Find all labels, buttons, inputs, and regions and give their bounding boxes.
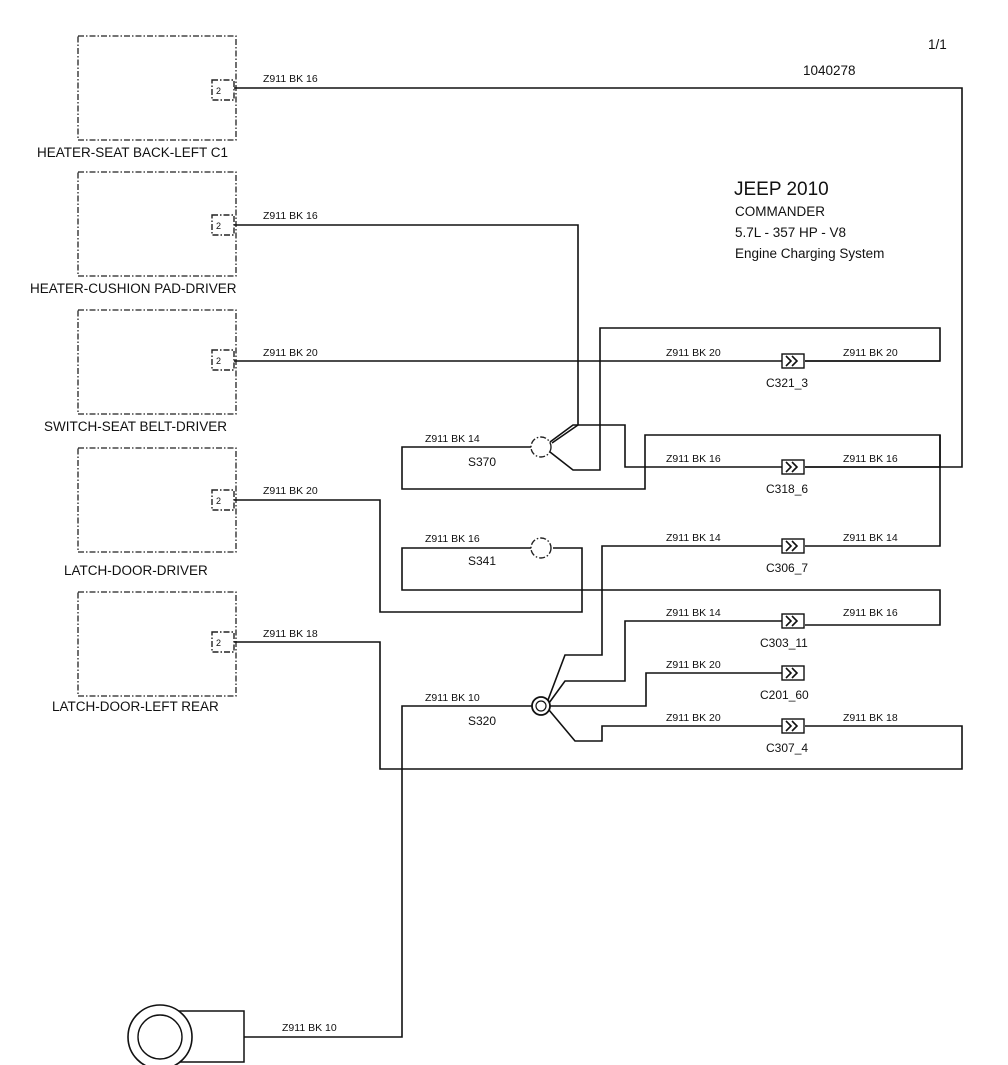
wire-latch-door-driver: Z911 BK 20	[234, 485, 583, 613]
title-model: COMMANDER	[735, 204, 825, 219]
pin-number: 2	[216, 638, 221, 648]
component-label: LATCH-DOOR-DRIVER	[64, 563, 208, 578]
page-number: 1/1	[928, 37, 947, 52]
connector-label: C201_60	[760, 688, 809, 702]
wire-label-right: Z911 BK 16	[843, 607, 898, 619]
pin-number: 2	[216, 496, 221, 506]
wire-label: Z911 BK 16	[425, 533, 480, 545]
wire-label: Z911 BK 16	[263, 73, 318, 85]
wire-label-left: Z911 BK 14	[666, 607, 721, 619]
splice-s320: Z911 BK 10 S320	[244, 545, 782, 1038]
wire-label: Z911 BK 18	[263, 628, 318, 640]
connector-label: C318_6	[766, 482, 808, 496]
pin-number: 2	[216, 356, 221, 366]
ground-eyelet: Z911 BK 10	[127, 1004, 337, 1065]
splice-label: S320	[468, 714, 496, 728]
wire-label-right: Z911 BK 18	[843, 712, 898, 724]
connector-label: C303_11	[760, 636, 808, 650]
connector-c321: Z911 BK 20 Z911 BK 20 C321_3	[666, 347, 940, 390]
wire-label-left: Z911 BK 20	[666, 659, 721, 671]
splice-s341: Z911 BK 16 S341	[401, 533, 941, 626]
connector-c306: Z911 BK 14 Z911 BK 14 C306_7	[666, 435, 941, 575]
component-label: HEATER-CUSHION PAD-DRIVER	[30, 281, 237, 296]
component-heater-cushion-pad: 2 HEATER-CUSHION PAD-DRIVER	[30, 171, 237, 296]
title-make-year: JEEP 2010	[734, 179, 829, 200]
wire-label: Z911 BK 10	[282, 1022, 337, 1034]
wire-label-left: Z911 BK 16	[666, 453, 721, 465]
component-label: LATCH-DOOR-LEFT REAR	[52, 699, 219, 714]
wire-label-right: Z911 BK 20	[843, 347, 898, 359]
wire-heater-cushion: Z911 BK 16	[234, 210, 579, 444]
wire-label: Z911 BK 20	[263, 485, 318, 497]
wire-label: Z911 BK 10	[425, 692, 480, 704]
component-label: SWITCH-SEAT BELT-DRIVER	[44, 419, 227, 434]
wire-label-left: Z911 BK 20	[666, 347, 721, 359]
title-block: JEEP 2010 COMMANDER 5.7L - 357 HP - V8 E…	[734, 179, 884, 261]
wire-label-right: Z911 BK 14	[843, 532, 898, 544]
connector-label: C307_4	[766, 741, 808, 755]
connector-c201: Z911 BK 20 C201_60	[666, 659, 809, 702]
component-heater-seat-back: 2 HEATER-SEAT BACK-LEFT C1	[37, 35, 237, 160]
connector-c307: Z911 BK 20 Z911 BK 18 C307_4	[666, 712, 898, 755]
wire-latch-door-left-rear: Z911 BK 18	[234, 628, 963, 770]
connector-label: C321_3	[766, 376, 808, 390]
wire-label-right: Z911 BK 16	[843, 453, 898, 465]
title-system: Engine Charging System	[735, 246, 884, 261]
wire-label: Z911 BK 14	[425, 433, 480, 445]
pin-number: 2	[216, 221, 221, 231]
title-engine: 5.7L - 357 HP - V8	[735, 225, 846, 240]
component-latch-door-driver: 2 LATCH-DOOR-DRIVER	[64, 447, 237, 578]
document-number: 1040278	[803, 63, 856, 78]
wire-label: Z911 BK 20	[263, 347, 318, 359]
wire-label-left: Z911 BK 14	[666, 532, 721, 544]
component-switch-seat-belt: 2 SWITCH-SEAT BELT-DRIVER	[44, 309, 237, 434]
pin-number: 2	[216, 86, 221, 96]
splice-label: S341	[468, 554, 496, 568]
component-latch-door-left-rear: 2 LATCH-DOOR-LEFT REAR	[52, 591, 237, 714]
wire-heater-seat-back: Z911 BK 16	[234, 73, 963, 468]
splice-label: S370	[468, 455, 496, 469]
component-label: HEATER-SEAT BACK-LEFT C1	[37, 145, 228, 160]
connector-label: C306_7	[766, 561, 808, 575]
wire-switch-seat-belt: Z911 BK 20	[234, 347, 782, 362]
connector-c318: Z911 BK 16 Z911 BK 16 C318_6	[666, 453, 898, 496]
wire-label-left: Z911 BK 20	[666, 712, 721, 724]
wire-label: Z911 BK 16	[263, 210, 318, 222]
connector-c303: Z911 BK 14 Z911 BK 16 C303_11	[666, 607, 898, 650]
